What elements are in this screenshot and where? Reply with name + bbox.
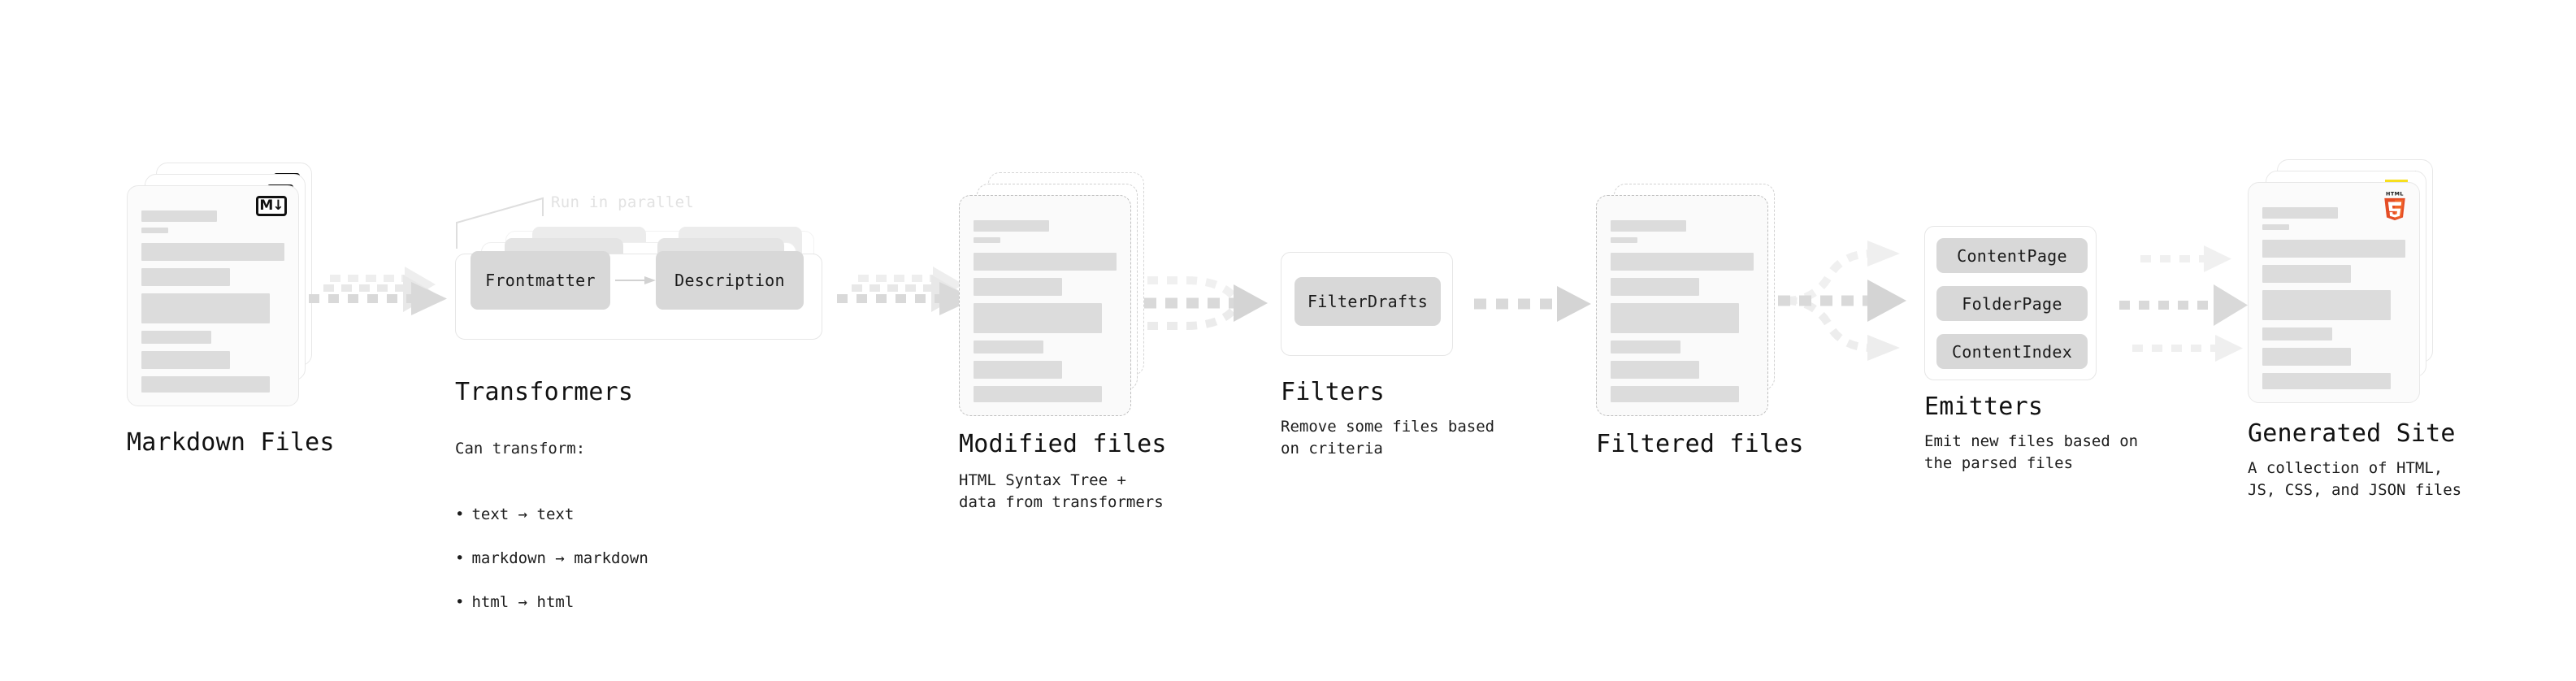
stage-subtitle-filters: Remove some files based on criteria (1281, 418, 1495, 458)
transformers-group: Run in parallel Frontmatter Description (455, 193, 829, 341)
skeleton-bar (1611, 220, 1687, 232)
skeleton-bar (974, 278, 1063, 296)
skeleton-bar (2262, 348, 2352, 366)
skeleton-bar (1611, 361, 1700, 379)
skeleton-bar (1611, 386, 1740, 402)
transformers-lead: Can transform: (455, 439, 586, 458)
modified-files-stack (959, 172, 1162, 416)
stage-title-modified-files: Modified files (959, 430, 1167, 458)
transformers-bullet: text → text (455, 504, 648, 526)
skeleton-bar (141, 268, 231, 286)
filtered-file-card-front[interactable] (1596, 195, 1768, 416)
run-in-parallel-bracket (456, 197, 544, 249)
generated-html-file-card[interactable]: HTML (2248, 182, 2420, 403)
skeleton-bar (974, 303, 1103, 333)
emitters-panel[interactable]: ContentPage FolderPage ContentIndex (1924, 226, 2097, 380)
emitter-pill-contentindex[interactable]: ContentIndex (1936, 334, 2088, 369)
stage-subtitle-modified-files: HTML Syntax Tree + data from transformer… (959, 471, 1164, 511)
skeleton-bar (974, 340, 1044, 354)
transformers-bullet-list: text → text markdown → markdown html → h… (455, 482, 648, 635)
connector-emitters-to-site (2118, 234, 2260, 376)
svg-text:HTML: HTML (2386, 191, 2404, 197)
skeleton-bar (141, 243, 284, 261)
skeleton-bar (974, 386, 1103, 402)
skeleton-bar (2262, 207, 2339, 219)
stage-title-generated-site: Generated Site (2248, 419, 2456, 448)
connector-modified-to-filters (1138, 264, 1276, 342)
filters-panel[interactable]: FilterDrafts (1281, 252, 1453, 356)
skeleton-bar (1611, 278, 1700, 296)
stage-title-transformers: Transformers (455, 378, 634, 406)
markdown-file-card-front[interactable]: M↓ (127, 185, 299, 406)
generated-site-stack: CSS JS HTML (2248, 159, 2451, 403)
markdown-files-stack: M↓ M↓ M↓ (127, 163, 330, 406)
skeleton-bar (141, 331, 212, 344)
stage-title-markdown-files: Markdown Files (127, 428, 335, 457)
skeleton-bar (141, 293, 271, 323)
filtered-files-stack (1596, 184, 1799, 419)
stage-title-filters: Filters (1281, 378, 1385, 406)
skeleton-bar (2262, 373, 2392, 389)
transformer-panel-front[interactable]: Frontmatter Description (455, 251, 822, 340)
skeleton-bar (1611, 253, 1754, 271)
skeleton-bar (1611, 303, 1740, 333)
connector-markdown-to-transformers (307, 267, 447, 338)
stage-subtitle-emitters: Emit new files based on the parsed files (1924, 432, 2139, 472)
html5-icon: HTML (2380, 189, 2409, 222)
skeleton-bar (974, 361, 1063, 379)
skeleton-bar (1611, 340, 1681, 354)
modified-file-card-front[interactable] (959, 195, 1131, 416)
document-skeleton (141, 210, 284, 393)
skeleton-bar (974, 253, 1117, 271)
stage-title-emitters: Emitters (1924, 393, 2044, 421)
filter-pill-filterdrafts[interactable]: FilterDrafts (1295, 277, 1441, 326)
skeleton-bar (2262, 327, 2333, 340)
skeleton-bar (1611, 237, 1638, 243)
skeleton-bar (141, 376, 271, 393)
document-skeleton (974, 220, 1117, 402)
document-skeleton (1611, 220, 1754, 402)
connector-filters-to-filtered (1472, 286, 1602, 327)
stage-subtitle-transformers: Can transform: text → text markdown → ma… (455, 416, 648, 657)
skeleton-bar (141, 351, 231, 369)
skeleton-bar (141, 210, 218, 222)
skeleton-bar (141, 228, 169, 233)
skeleton-bar (974, 237, 1001, 243)
stage-subtitle-generated-site: A collection of HTML, JS, CSS, and JSON … (2248, 459, 2462, 499)
skeleton-bar (2262, 240, 2405, 258)
stage-title-filtered-files: Filtered files (1596, 430, 1804, 458)
skeleton-bar (974, 220, 1050, 232)
transformer-pill-frontmatter[interactable]: Frontmatter (471, 251, 610, 310)
document-skeleton (2262, 207, 2405, 389)
emitter-pill-contentpage[interactable]: ContentPage (1936, 238, 2088, 273)
skeleton-bar (2262, 290, 2392, 320)
connector-transformers-to-modified (835, 267, 975, 338)
transformer-pill-description[interactable]: Description (656, 251, 804, 310)
transformers-bullet: html → html (455, 592, 648, 614)
transformers-bullet: markdown → markdown (455, 548, 648, 570)
skeleton-bar (2262, 224, 2290, 230)
run-in-parallel-label: Run in parallel (551, 193, 695, 211)
connector-filtered-to-emitters (1776, 241, 1927, 361)
emitter-pill-folderpage[interactable]: FolderPage (1936, 286, 2088, 321)
skeleton-bar (2262, 265, 2352, 283)
transformer-arrow-front (615, 276, 656, 284)
markdown-icon: M↓ (256, 196, 287, 216)
